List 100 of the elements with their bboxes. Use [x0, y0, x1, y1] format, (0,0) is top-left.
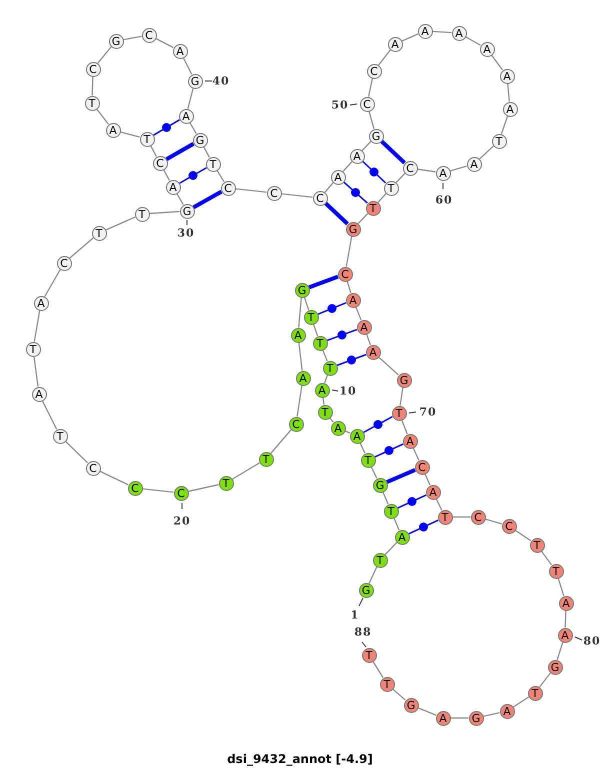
backbone-line: [558, 578, 564, 596]
nucleotide-circle: T: [318, 404, 332, 420]
backbone-line: [378, 356, 399, 376]
nucleotide-circle: A: [452, 26, 466, 40]
base-pair-line: [153, 119, 180, 136]
backbone-line: [232, 462, 260, 480]
backbone-line: [322, 397, 325, 405]
backbone-line: [378, 193, 386, 203]
backbone-line: [400, 387, 404, 406]
nucleotide-circle: T: [312, 336, 328, 350]
nucleotide-circle: C: [128, 480, 142, 496]
backbone-line: [342, 161, 352, 172]
backbone-line: [96, 108, 109, 124]
nucleotide-circle: G: [192, 132, 208, 148]
backbone-line: [368, 111, 375, 129]
nucleotide-circle: C: [86, 62, 100, 76]
backbone-line: [512, 696, 530, 708]
position-number: 40: [212, 74, 230, 88]
nucleotide-circle: C: [470, 510, 486, 524]
backbone-line: [33, 356, 39, 387]
backbone-line: [358, 213, 368, 224]
nucleotide-circle: C: [338, 266, 352, 282]
nucleotide-circle: A: [418, 24, 432, 38]
nucleotide-circle: G: [358, 582, 374, 598]
backbone-line: [176, 193, 184, 205]
backbone-line: [189, 122, 197, 134]
backbone-line: [450, 166, 467, 172]
nucleotide-circle: A: [34, 296, 48, 310]
nucleotide-circle: A: [32, 386, 46, 402]
nucleotide-circle: T: [492, 134, 506, 148]
nucleotide-circle: C: [360, 96, 374, 112]
backbone-line: [120, 131, 140, 138]
nucleotide-circle: A: [296, 370, 310, 386]
backbone-line: [346, 281, 352, 293]
backbone-line: [304, 296, 310, 310]
position-number: 1: [350, 608, 360, 622]
nucleotide-circle: T: [530, 538, 544, 552]
backbone-line: [368, 78, 374, 97]
backbone-line: [187, 88, 194, 109]
backbone-line: [452, 516, 470, 518]
nucleotide-circle: G: [368, 128, 384, 144]
base-pair-line: [324, 202, 349, 226]
backbone-line: [384, 542, 398, 555]
backbone-line: [490, 54, 504, 70]
backbone-line: [479, 146, 494, 160]
nucleotide-circle: A: [402, 434, 418, 448]
nucleotide-circle: G: [180, 204, 194, 218]
position-number: 30: [177, 226, 195, 240]
nucleotide-circle: G: [372, 478, 388, 492]
nucleotide-circle: T: [384, 180, 398, 196]
nucleotide-circle: A: [500, 704, 514, 718]
backbone-line: [34, 310, 40, 342]
nucleotide-circle: A: [330, 420, 346, 436]
backbone-line: [556, 642, 564, 660]
nucleotide-circle: A: [500, 68, 514, 84]
nucleotide-circle: T: [438, 510, 452, 524]
base-pair-line: [374, 443, 404, 458]
nucleotide-circle: T: [26, 342, 40, 356]
backbone-line: [281, 193, 313, 198]
nucleotide-circle: A: [350, 148, 364, 164]
backbone-line: [539, 672, 551, 688]
backbone-line: [150, 145, 157, 157]
nucleotide-circle: A: [290, 328, 306, 342]
backbone-line: [412, 448, 420, 460]
backbone-line: [402, 33, 418, 42]
nucleotide-circle: C: [56, 256, 72, 270]
base-pair-line: [398, 494, 426, 509]
backbone-line: [69, 237, 94, 259]
nucleotide-circle: A: [330, 170, 346, 184]
backbone-line: [432, 30, 452, 34]
backbone-line: [149, 210, 180, 214]
backbone-line: [514, 530, 532, 542]
nucleotide-circle: C: [366, 64, 382, 78]
backbone-line: [564, 610, 566, 628]
base-pair-line: [179, 167, 207, 184]
nucleotide-circle: G: [346, 222, 360, 236]
base-pair-line: [380, 140, 406, 164]
backbone-line: [235, 188, 267, 193]
nucleotide-circle: T: [134, 206, 150, 222]
nucleotide-circle: G: [468, 710, 484, 726]
position-number: 50: [331, 98, 349, 112]
backbone-line: [418, 707, 436, 716]
backbone-line: [500, 116, 508, 134]
nucleotide-circle: G: [188, 74, 202, 88]
nucleotide-circle: C: [414, 460, 430, 474]
nucleotide-circle: G: [404, 698, 418, 712]
nucleotide-circle: G: [548, 660, 562, 674]
backbone-line: [362, 141, 372, 151]
nucleotide-circle: T: [258, 452, 274, 466]
nucleotide-circle: A: [388, 36, 402, 52]
nucleotide-circle: C: [152, 156, 168, 170]
nucleotide-circle: T: [206, 156, 220, 172]
backbone-line: [298, 342, 303, 371]
nucleotide-circle: T: [380, 676, 394, 692]
backbone-line: [360, 442, 366, 454]
nucleotide-circle: G: [108, 34, 124, 48]
backbone-line: [324, 374, 328, 384]
nucleotide-circle: G: [294, 282, 310, 298]
nucleotide-circle: C: [312, 190, 328, 206]
nucleotide-circle: T: [360, 452, 376, 468]
